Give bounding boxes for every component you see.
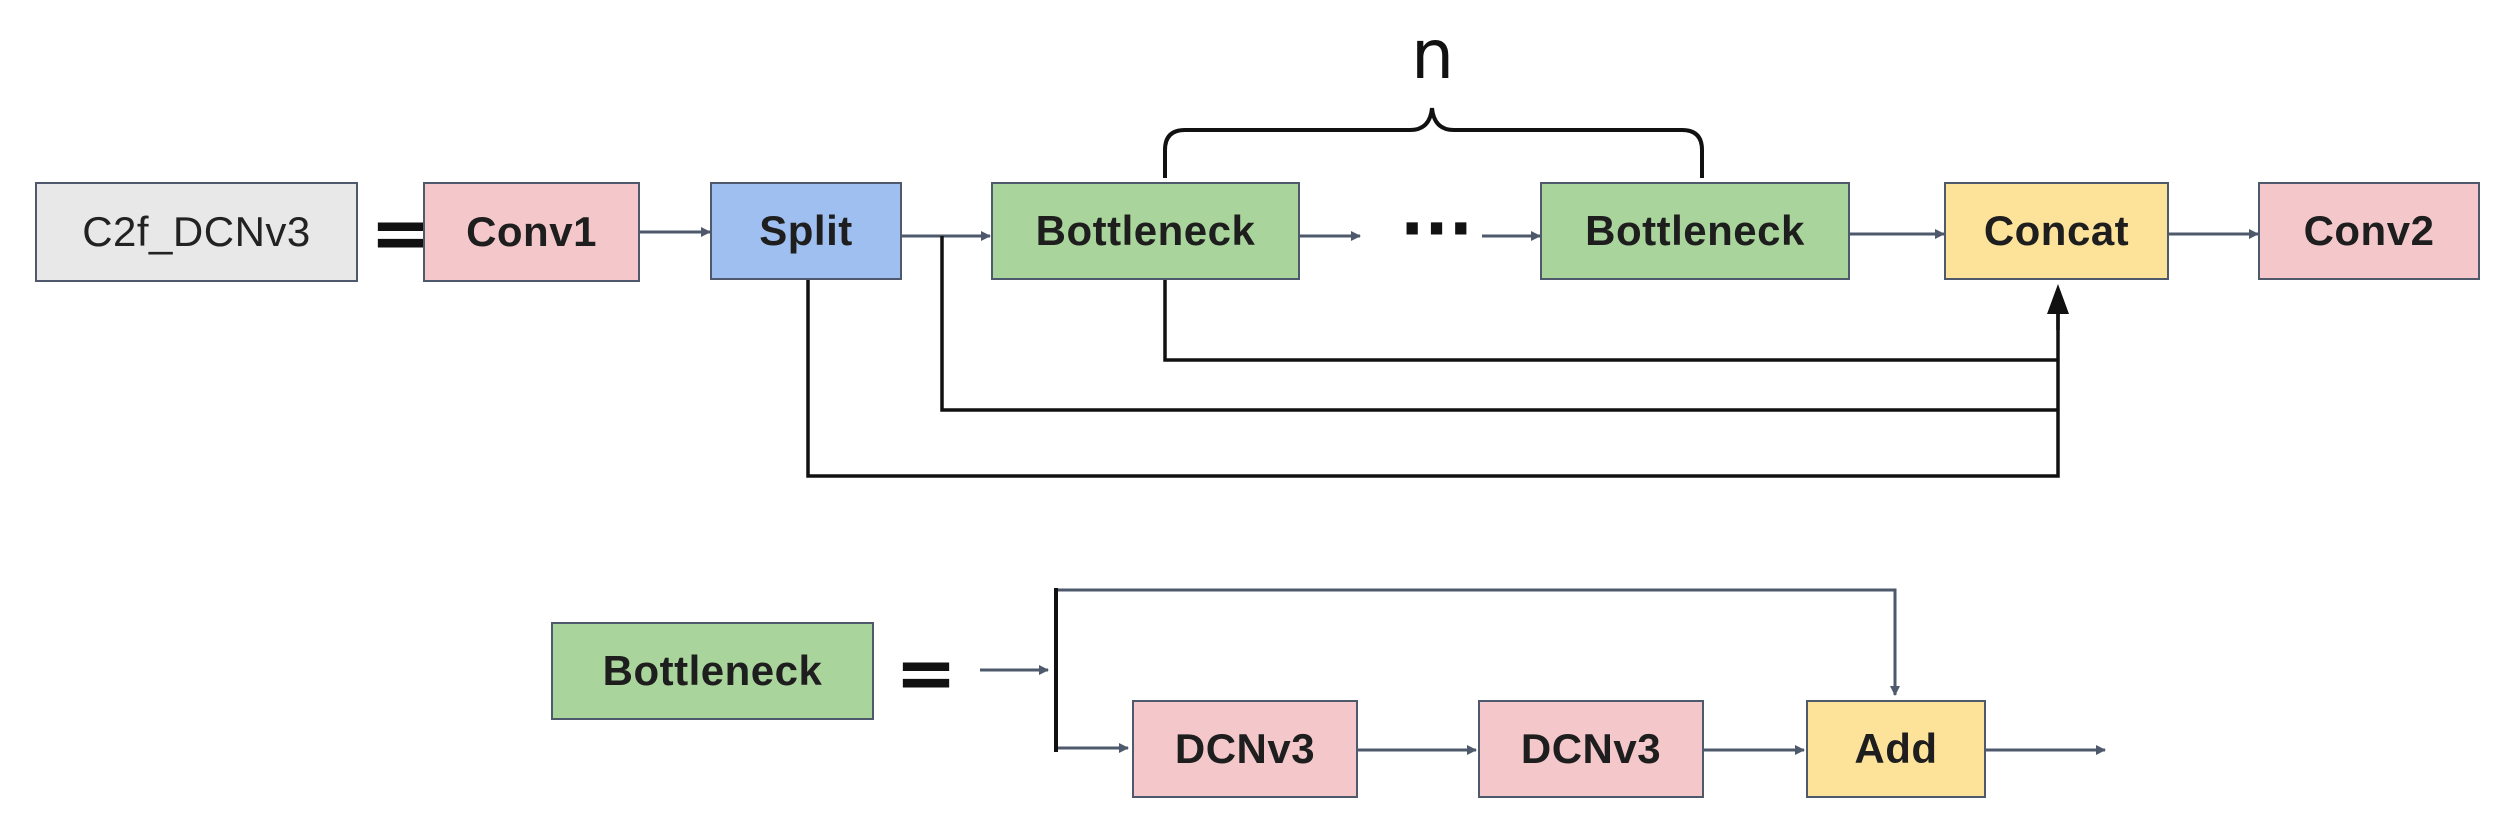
concat-box: Concat — [1944, 182, 2169, 280]
dcnv3-box-second: DCNv3 — [1478, 700, 1704, 798]
split-box: Split — [710, 182, 902, 280]
bottleneck-box-first: Bottleneck — [991, 182, 1300, 280]
skip-connections — [806, 236, 2069, 478]
repeat-brace — [1163, 107, 1704, 178]
bottleneck-definition-label: Bottleneck — [551, 622, 874, 720]
conv1-box: Conv1 — [423, 182, 640, 282]
dcnv3-box-first: DCNv3 — [1132, 700, 1358, 798]
bottleneck-box-last: Bottleneck — [1540, 182, 1850, 280]
skip-from-bottleneck — [1163, 280, 2058, 362]
skip-from-split-bottom — [806, 280, 2060, 478]
skip-from-split-branch — [940, 236, 2058, 412]
bottom-equals-sign: = — [895, 630, 958, 716]
ellipsis: ··· — [1400, 193, 1473, 267]
conv2-box: Conv2 — [2258, 182, 2480, 280]
top-arrows — [640, 227, 2259, 241]
c2f-dcnv3-label-box: C2f_DCNv3 — [35, 182, 358, 282]
top-equals-sign: = — [370, 190, 433, 276]
add-box: Add — [1806, 700, 1986, 798]
residual-path — [1056, 588, 1900, 696]
repeat-count-label: n — [1411, 16, 1455, 95]
bottom-arrows — [980, 588, 2106, 755]
